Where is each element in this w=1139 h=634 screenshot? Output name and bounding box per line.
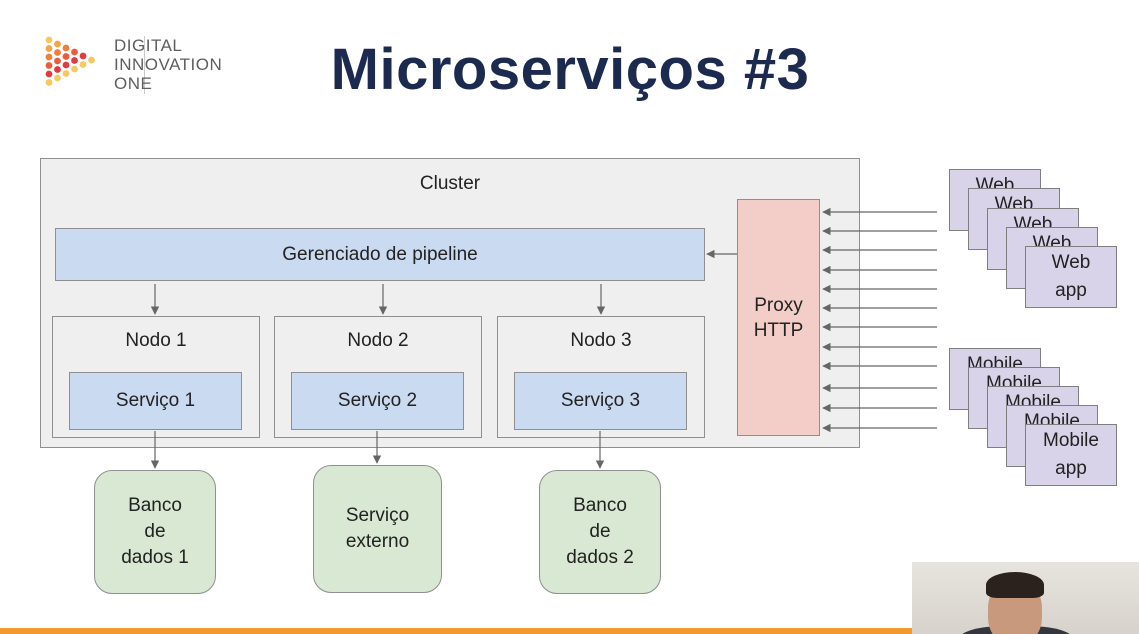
logo-dot <box>62 61 70 69</box>
digital-innovation-one-logo-icon <box>45 36 95 86</box>
node-2-label: Nodo 2 <box>347 330 409 351</box>
logo-dot <box>62 44 70 52</box>
logo-dot <box>54 74 61 82</box>
logo-dot <box>62 70 70 77</box>
accent-bottom-bar <box>0 628 912 634</box>
service-3-box: Serviço 3 <box>514 372 687 430</box>
logo-dot <box>79 61 87 68</box>
logo-dot <box>45 79 53 86</box>
node-1-label: Nodo 1 <box>125 330 187 351</box>
logo-line-1: DIGITAL <box>114 36 183 55</box>
presenter-webcam <box>912 562 1139 634</box>
logo-dot <box>88 56 95 64</box>
mobile-app-card-front: Mobile app <box>1025 424 1117 486</box>
service-1-box: Serviço 1 <box>69 372 242 430</box>
logo-dot <box>54 49 61 56</box>
slide-title: Microserviços #3 <box>330 37 810 102</box>
logo-dot <box>71 57 78 64</box>
logo-dot <box>45 36 53 44</box>
pipeline-manager-box: Gerenciado de pipeline <box>55 228 705 281</box>
cluster-label: Cluster <box>419 173 481 194</box>
logo-dot <box>71 65 78 73</box>
external-service-box: Serviço externo <box>313 465 442 593</box>
logo: DIGITAL INNOVATION ONE <box>44 34 244 98</box>
logo-dot <box>79 52 87 60</box>
proxy-http-box: Proxy HTTP <box>737 199 820 436</box>
database-2-box: Banco de dados 2 <box>539 470 661 594</box>
logo-separator <box>144 36 145 94</box>
logo-dot <box>45 53 53 61</box>
logo-dot <box>54 40 61 48</box>
database-1-box: Banco de dados 1 <box>94 470 216 594</box>
logo-dot <box>54 57 61 65</box>
logo-dot <box>45 45 53 52</box>
logo-dot <box>54 66 61 73</box>
logo-dot <box>62 53 70 60</box>
service-2-box: Serviço 2 <box>291 372 464 430</box>
web-app-card-front: Web app <box>1025 246 1117 308</box>
logo-line-2: INNOVATION <box>114 55 223 74</box>
node-3-label: Nodo 3 <box>570 330 632 351</box>
logo-line-3: ONE <box>114 74 153 93</box>
logo-dot <box>71 48 78 56</box>
logo-dot <box>45 62 53 69</box>
logo-dot <box>45 70 53 78</box>
logo-text: DIGITAL INNOVATION ONE <box>114 36 222 93</box>
presenter-hair <box>986 572 1044 598</box>
